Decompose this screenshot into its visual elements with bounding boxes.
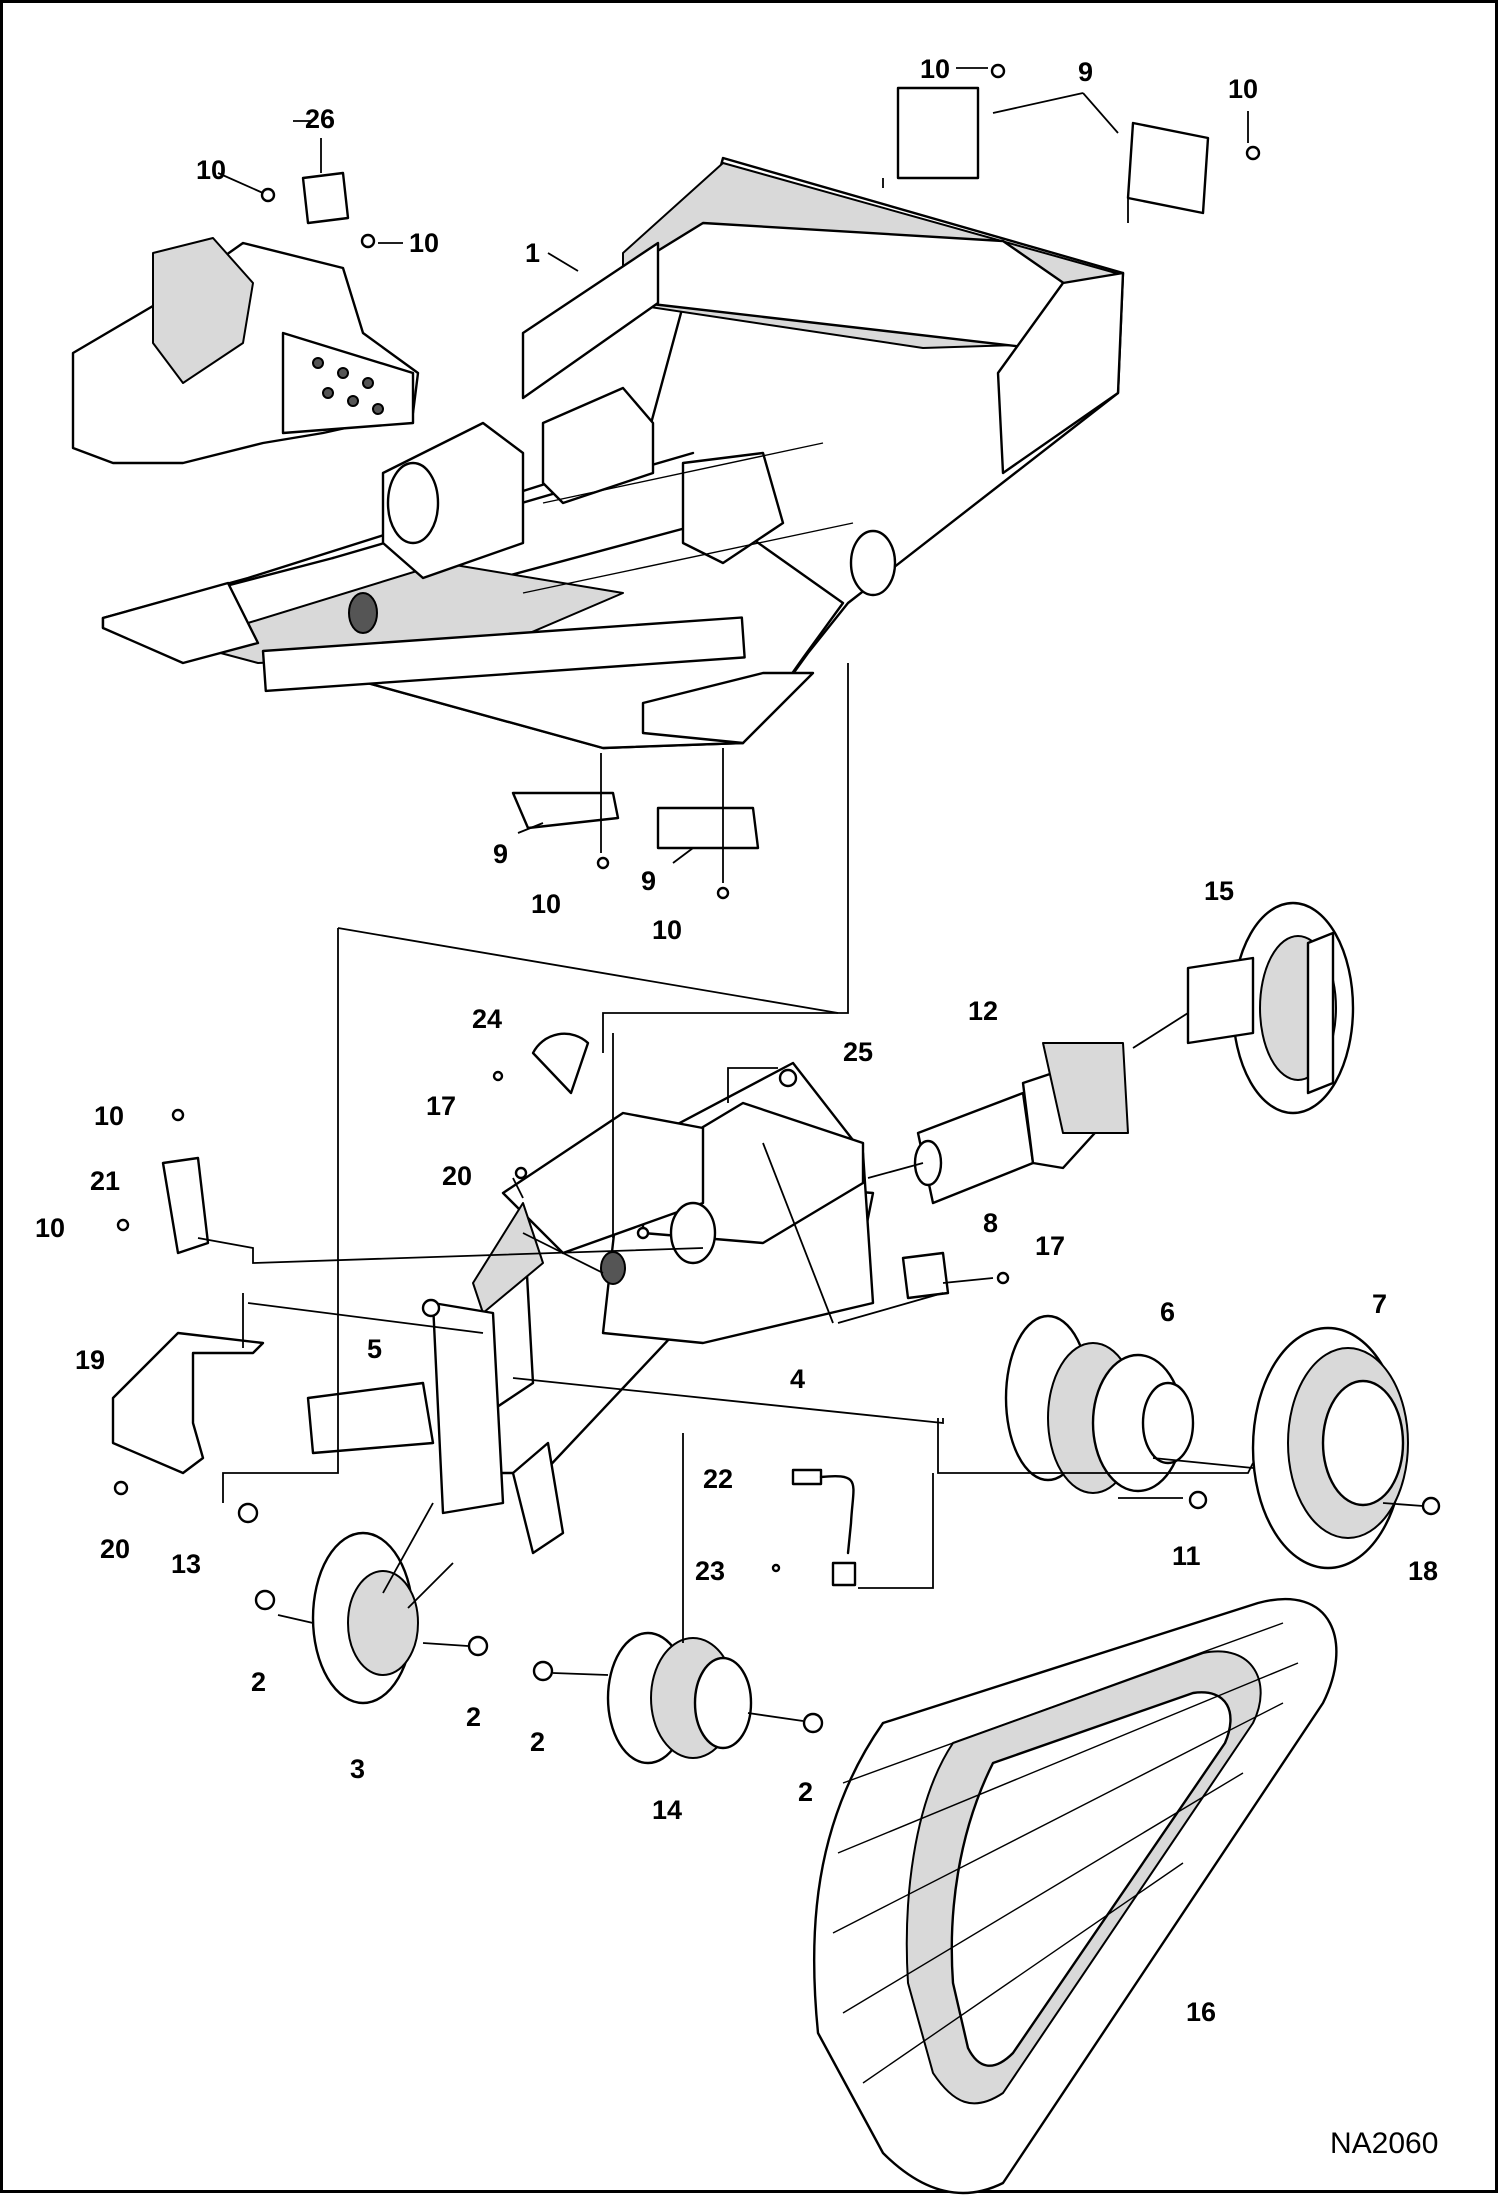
callout-8: 8	[983, 1208, 998, 1238]
callout-18: 18	[1408, 1556, 1438, 1586]
cover-plate-small-icon	[901, 1251, 1010, 1300]
callout-10: 10	[409, 228, 439, 258]
callout-7: 7	[1372, 1289, 1387, 1319]
callout-5: 5	[367, 1334, 382, 1364]
nut-20-icon	[113, 1480, 129, 1496]
callout-13: 13	[171, 1549, 201, 1579]
cover-24-icon	[531, 1032, 590, 1095]
callouts: 1 2 2 2 2 3 4 5 6 7 8 9 9 9 10 10 10 10 …	[35, 54, 1438, 2027]
cab-mount-bracket-icon	[71, 171, 420, 465]
callout-16: 16	[1186, 1997, 1216, 2027]
callout-4: 4	[790, 1364, 805, 1394]
bolt-18-icon	[1421, 1496, 1441, 1516]
callout-10: 10	[1228, 74, 1258, 104]
front-idler-icon	[1186, 901, 1355, 1115]
callout-17: 17	[426, 1091, 456, 1121]
bracket-21-icon	[161, 1156, 210, 1255]
callout-12: 12	[968, 996, 998, 1026]
callout-6: 6	[1160, 1297, 1175, 1327]
callout-14: 14	[652, 1795, 682, 1825]
callout-19: 19	[75, 1345, 105, 1375]
callout-20: 20	[100, 1534, 130, 1564]
callout-10: 10	[196, 155, 226, 185]
bolt-25-icon	[778, 1068, 798, 1088]
callout-2: 2	[530, 1727, 545, 1757]
front-roller-icon	[254, 1531, 489, 1705]
callout-23: 23	[695, 1556, 725, 1586]
callout-3: 3	[350, 1754, 365, 1784]
callout-26: 26	[305, 104, 335, 134]
callout-21: 21	[90, 1166, 120, 1196]
exploded-parts-diagram: 1 2 2 2 2 3 4 5 6 7 8 9 9 9 10 10 10 10 …	[35, 54, 1441, 2195]
speed-sensor-icon	[771, 1468, 857, 1587]
callout-10: 10	[652, 915, 682, 945]
callout-2: 2	[466, 1702, 481, 1732]
track-frame-icon	[306, 1061, 875, 1555]
bolt-20-icon	[514, 1166, 528, 1180]
callout-20: 20	[442, 1161, 472, 1191]
drawing-code: NA2060	[1330, 2127, 1438, 2160]
callout-9: 9	[1078, 57, 1093, 87]
callout-17: 17	[1035, 1231, 1065, 1261]
cover-plate-lower-icon	[511, 791, 760, 900]
callout-10: 10	[920, 54, 950, 84]
callout-10: 10	[531, 889, 561, 919]
callout-10: 10	[94, 1101, 124, 1131]
bolt-10-icon	[171, 1108, 185, 1122]
callout-15: 15	[1204, 876, 1234, 906]
bracket-19-icon	[111, 1331, 265, 1475]
rubber-track-icon	[812, 1597, 1338, 2195]
leader-lines	[197, 67, 1424, 1722]
callout-2: 2	[251, 1667, 266, 1697]
callout-22: 22	[703, 1464, 733, 1494]
callout-11: 11	[1172, 1541, 1201, 1571]
callout-2: 2	[798, 1777, 813, 1807]
screw-17-icon	[492, 1070, 504, 1082]
drive-motor-icon	[1004, 1314, 1195, 1494]
bolt-13-icon	[237, 1502, 259, 1524]
drive-sprocket-icon	[1251, 1326, 1409, 1570]
callout-9: 9	[641, 866, 656, 896]
callout-10: 10	[35, 1213, 65, 1243]
nut-5-icon	[421, 1298, 441, 1318]
callout-9: 9	[493, 839, 508, 869]
callout-1: 1	[525, 238, 540, 268]
bolt-11-icon	[1188, 1490, 1208, 1510]
bottom-roller-icon	[532, 1631, 824, 1765]
cover-plate-icon	[896, 63, 1261, 215]
callout-24: 24	[472, 1004, 502, 1034]
chassis-frame-icon	[101, 156, 1125, 750]
track-tensioner-icon	[913, 1042, 1129, 1205]
nut-10-icon	[116, 1218, 130, 1232]
callout-25: 25	[843, 1037, 873, 1067]
